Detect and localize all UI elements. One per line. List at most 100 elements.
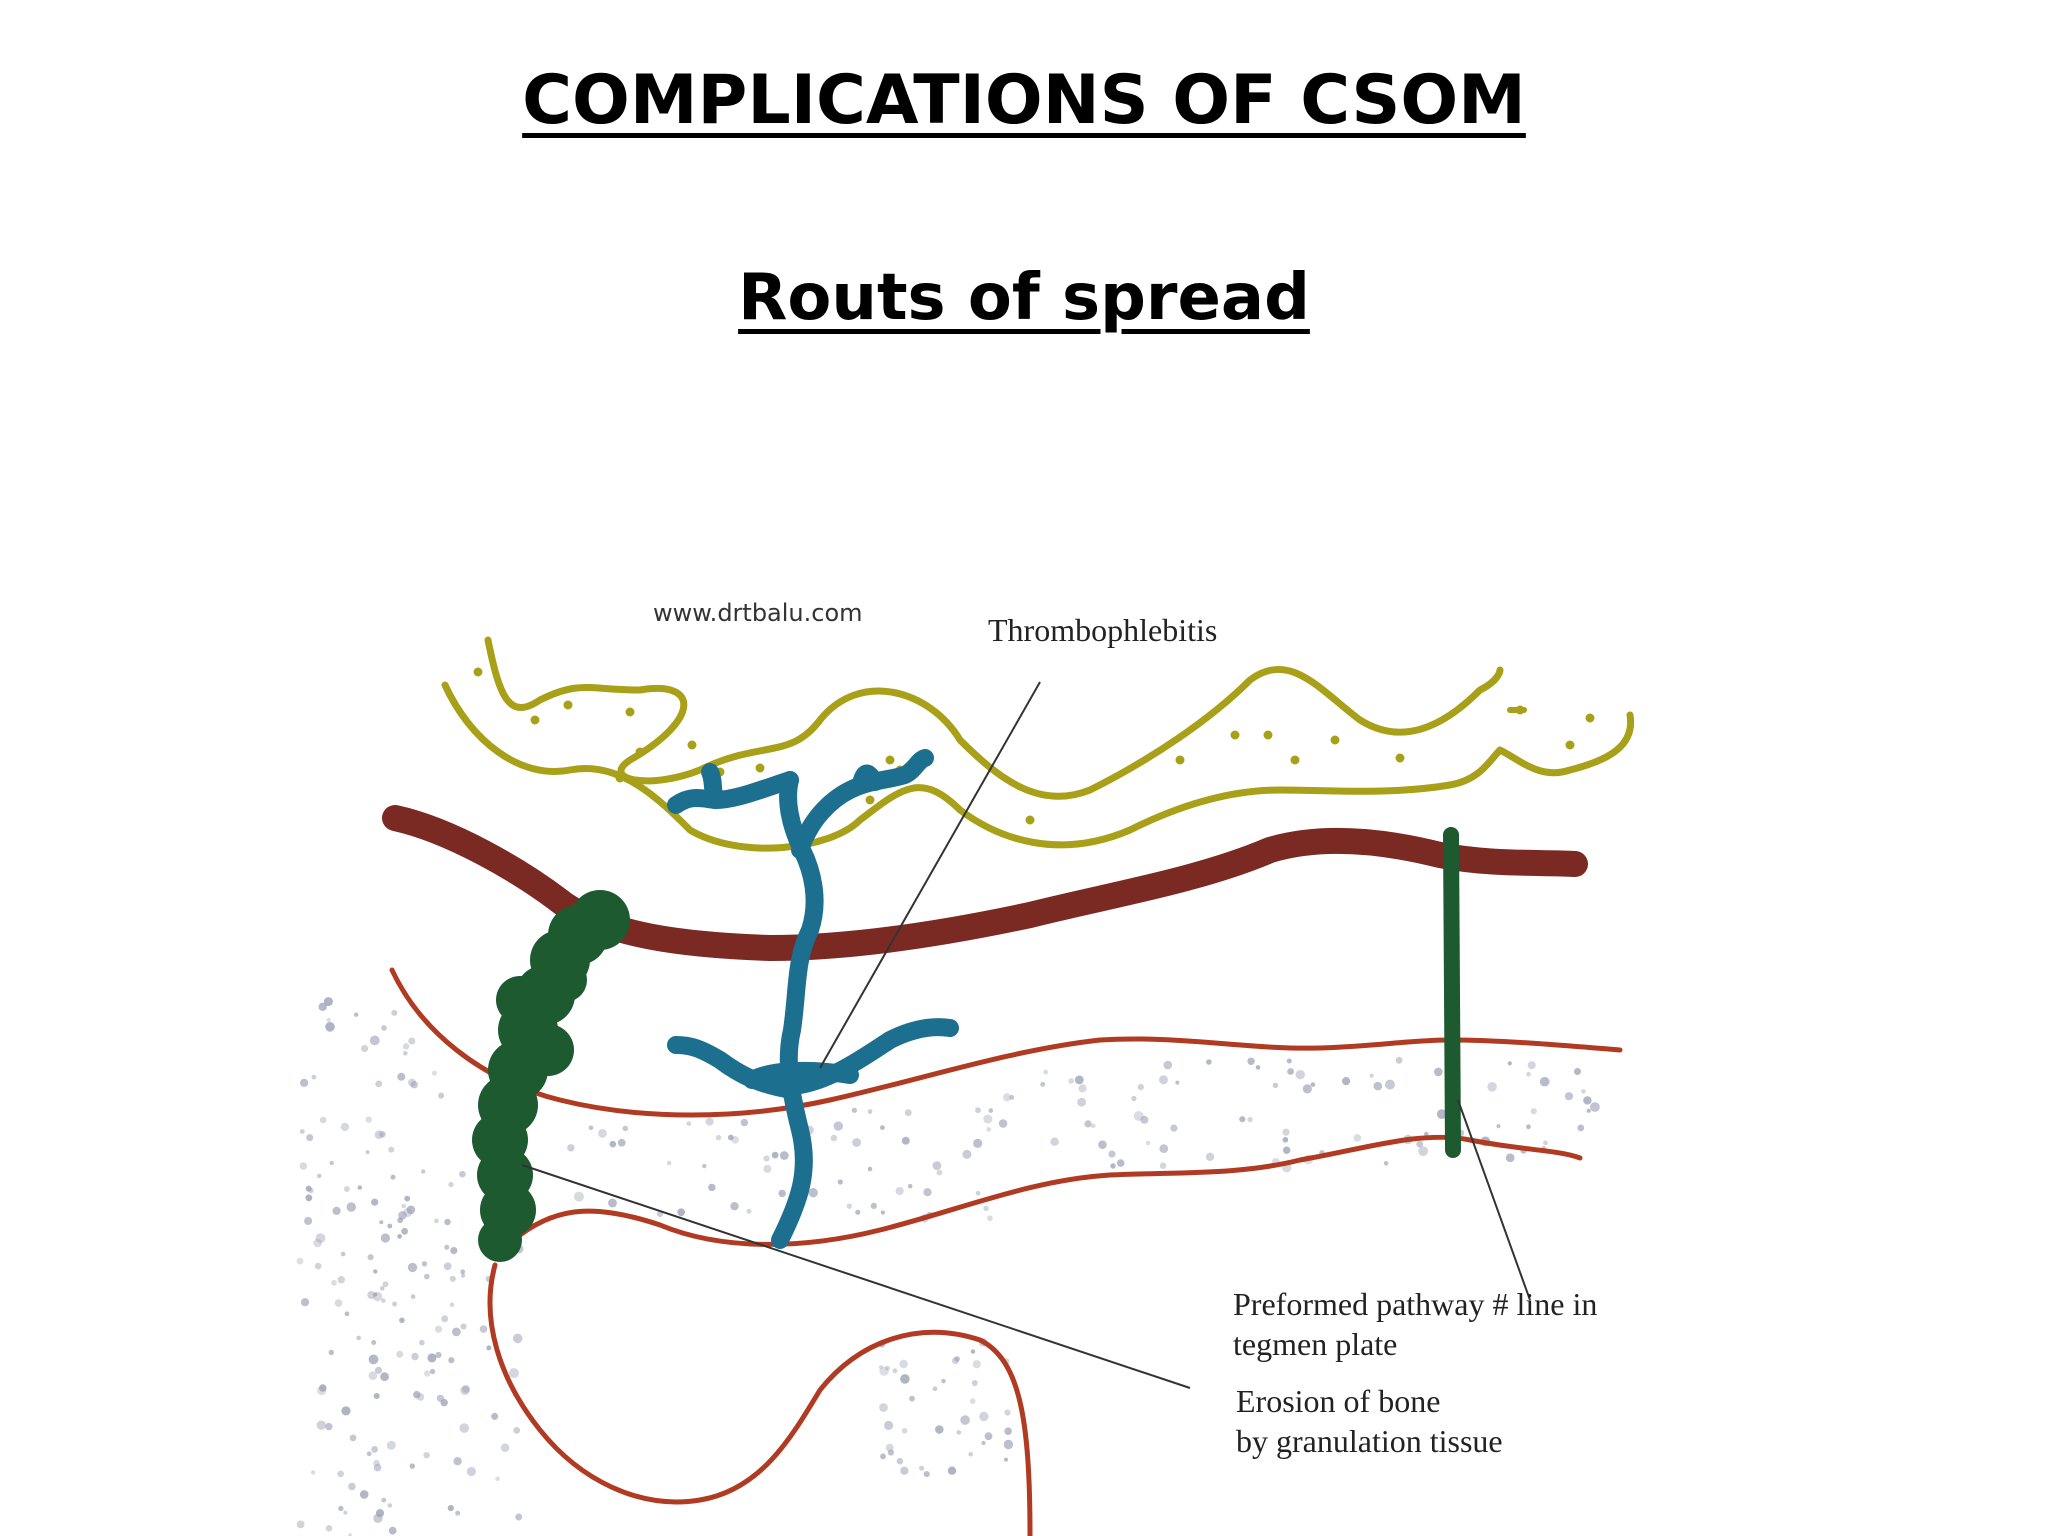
bone-stipple-dot (588, 1125, 594, 1131)
bone-stipple-dot (686, 1121, 692, 1126)
bone-stipple-dot (1247, 1116, 1253, 1123)
bone-stipple-dot (598, 1129, 607, 1138)
bone-stipple-dot (462, 1385, 470, 1393)
bone-stipple-dot (998, 1119, 1008, 1128)
bone-stipple-dot (1110, 1163, 1116, 1169)
bone-stipple-dot (1287, 1068, 1294, 1075)
bone-stipple-dot (1395, 1056, 1403, 1064)
bone-stipple-dot (1247, 1057, 1255, 1066)
bone-stipple-dot (311, 1074, 317, 1080)
dura-dot (615, 773, 625, 783)
bone-stipple-dot (402, 1043, 410, 1050)
bone-stipple-dot (1009, 1095, 1015, 1100)
bone-stipple-dot (880, 1210, 886, 1215)
bone-stipple-dot (970, 1349, 976, 1354)
bone-stipple-dot (608, 1198, 617, 1208)
bone-stipple-dot (367, 1254, 374, 1261)
bone-stipple-dot (1310, 1082, 1316, 1087)
bone-stipple-dot (846, 1203, 852, 1209)
bone-stipple-dot (365, 1150, 370, 1155)
bone-stipple-dot (677, 1208, 686, 1217)
dura-dot (1290, 755, 1300, 765)
bone-stipple-dot (1163, 1060, 1173, 1070)
bone-stipple-dot (380, 1372, 389, 1382)
bone-stipple-dot (367, 1291, 376, 1299)
dura-dot (1395, 753, 1405, 763)
dura-lower-line (441, 681, 1635, 852)
bone-stipple-dot (968, 1452, 973, 1457)
bone-stipple-dot (901, 1428, 908, 1434)
bone-stipple-dot (326, 1017, 331, 1023)
bone-stipple-dot (515, 1513, 523, 1521)
dura-dot (1263, 730, 1273, 740)
bone-stipple-dot (338, 1505, 344, 1512)
bone-stipple-dot (1539, 1076, 1550, 1087)
bone-stipple-dot (354, 1012, 359, 1017)
bone-stipple-dot (1074, 1075, 1084, 1085)
dura-dot (473, 667, 483, 677)
bone-stipple-dot (1004, 1409, 1011, 1416)
bone-stipple-dot (388, 1526, 397, 1535)
bone-stipple-dot (666, 1160, 672, 1166)
bone-stipple-dot (932, 1161, 942, 1170)
bone-stipple-dot (396, 1350, 404, 1358)
bone-stipple-dot (453, 1457, 462, 1466)
bone-stipple-dot (837, 1179, 843, 1185)
bone-stipple-dot (466, 1466, 476, 1477)
bone-stipple-dot (406, 1205, 416, 1215)
leader-erosion (521, 1164, 1191, 1389)
vein-upper-right-tip (853, 764, 884, 791)
bone-stipple-dot (491, 1412, 499, 1420)
bone-stipple-dot (344, 1311, 350, 1317)
dura-dot (755, 763, 765, 773)
bone-stipple-dot (878, 1365, 884, 1370)
bone-stipple-dot (1205, 1152, 1215, 1162)
bone-stipple-dot (1131, 1095, 1137, 1102)
dura-dot (687, 740, 697, 750)
bone-stipple-dot (440, 1398, 448, 1407)
bone-stipple-dot (1526, 1071, 1531, 1077)
bone-stipple-dot (373, 1393, 380, 1399)
granulation-blob (496, 976, 544, 1024)
bone-stipple-dot (1507, 1061, 1512, 1066)
bone-stipple-dot (313, 1238, 322, 1248)
bone-stipple-dot (1416, 1140, 1424, 1148)
bone-stipple-dot (1342, 1077, 1351, 1086)
bone-stipple-dot (892, 1368, 898, 1374)
bone-stipple-dot (450, 1247, 458, 1255)
label-erosion-line2: by granulation tissue (1236, 1423, 1503, 1459)
bone-stipple-dot (366, 1451, 372, 1457)
bone-stipple-dot (900, 1466, 909, 1475)
bone-stipple-dot (969, 1398, 976, 1404)
bone-stipple-dot (356, 1335, 362, 1341)
bone-stipple-dot (348, 1533, 353, 1536)
bone-stipple-dot (460, 1385, 470, 1395)
bone-stipple-dot (771, 1151, 779, 1159)
bone-stipple-dot (315, 1233, 326, 1243)
bone-stipple-dot (319, 1384, 327, 1392)
bone-stipple-dot (947, 1466, 957, 1475)
bone-stipple-dot (332, 1206, 341, 1215)
bone-stipple-dot (452, 1327, 461, 1337)
bone-stipple-dot (981, 1440, 986, 1446)
bone-stipple-dot (1586, 1108, 1591, 1113)
bone-stipple-dot (1574, 1068, 1581, 1075)
bone-stipple-dot (972, 1360, 981, 1369)
bone-stipple-dot (460, 1323, 467, 1330)
dura-dot (1585, 713, 1595, 723)
bone-stipple-dot (495, 1476, 500, 1482)
bone-stipple-dot (763, 1164, 772, 1173)
bone-stipple-dot (715, 1134, 722, 1141)
bone-stipple-dot (387, 1503, 393, 1508)
bone-stipple-dot (1564, 1092, 1574, 1101)
bone-stipple-dot (304, 1217, 313, 1225)
bone-stipple (296, 997, 1600, 1536)
preformed-pathway-bar (1443, 827, 1461, 1158)
bone-stipple-dot (1530, 1108, 1537, 1115)
bone-stipple-dot (830, 1134, 838, 1142)
bone-stipple-dot (1004, 1457, 1008, 1462)
bone-stipple-dot (419, 1339, 425, 1346)
bone-stipple-dot (306, 1134, 314, 1142)
bone-stipple-dot (435, 1351, 442, 1359)
bone-stipple-dot (373, 1459, 380, 1467)
